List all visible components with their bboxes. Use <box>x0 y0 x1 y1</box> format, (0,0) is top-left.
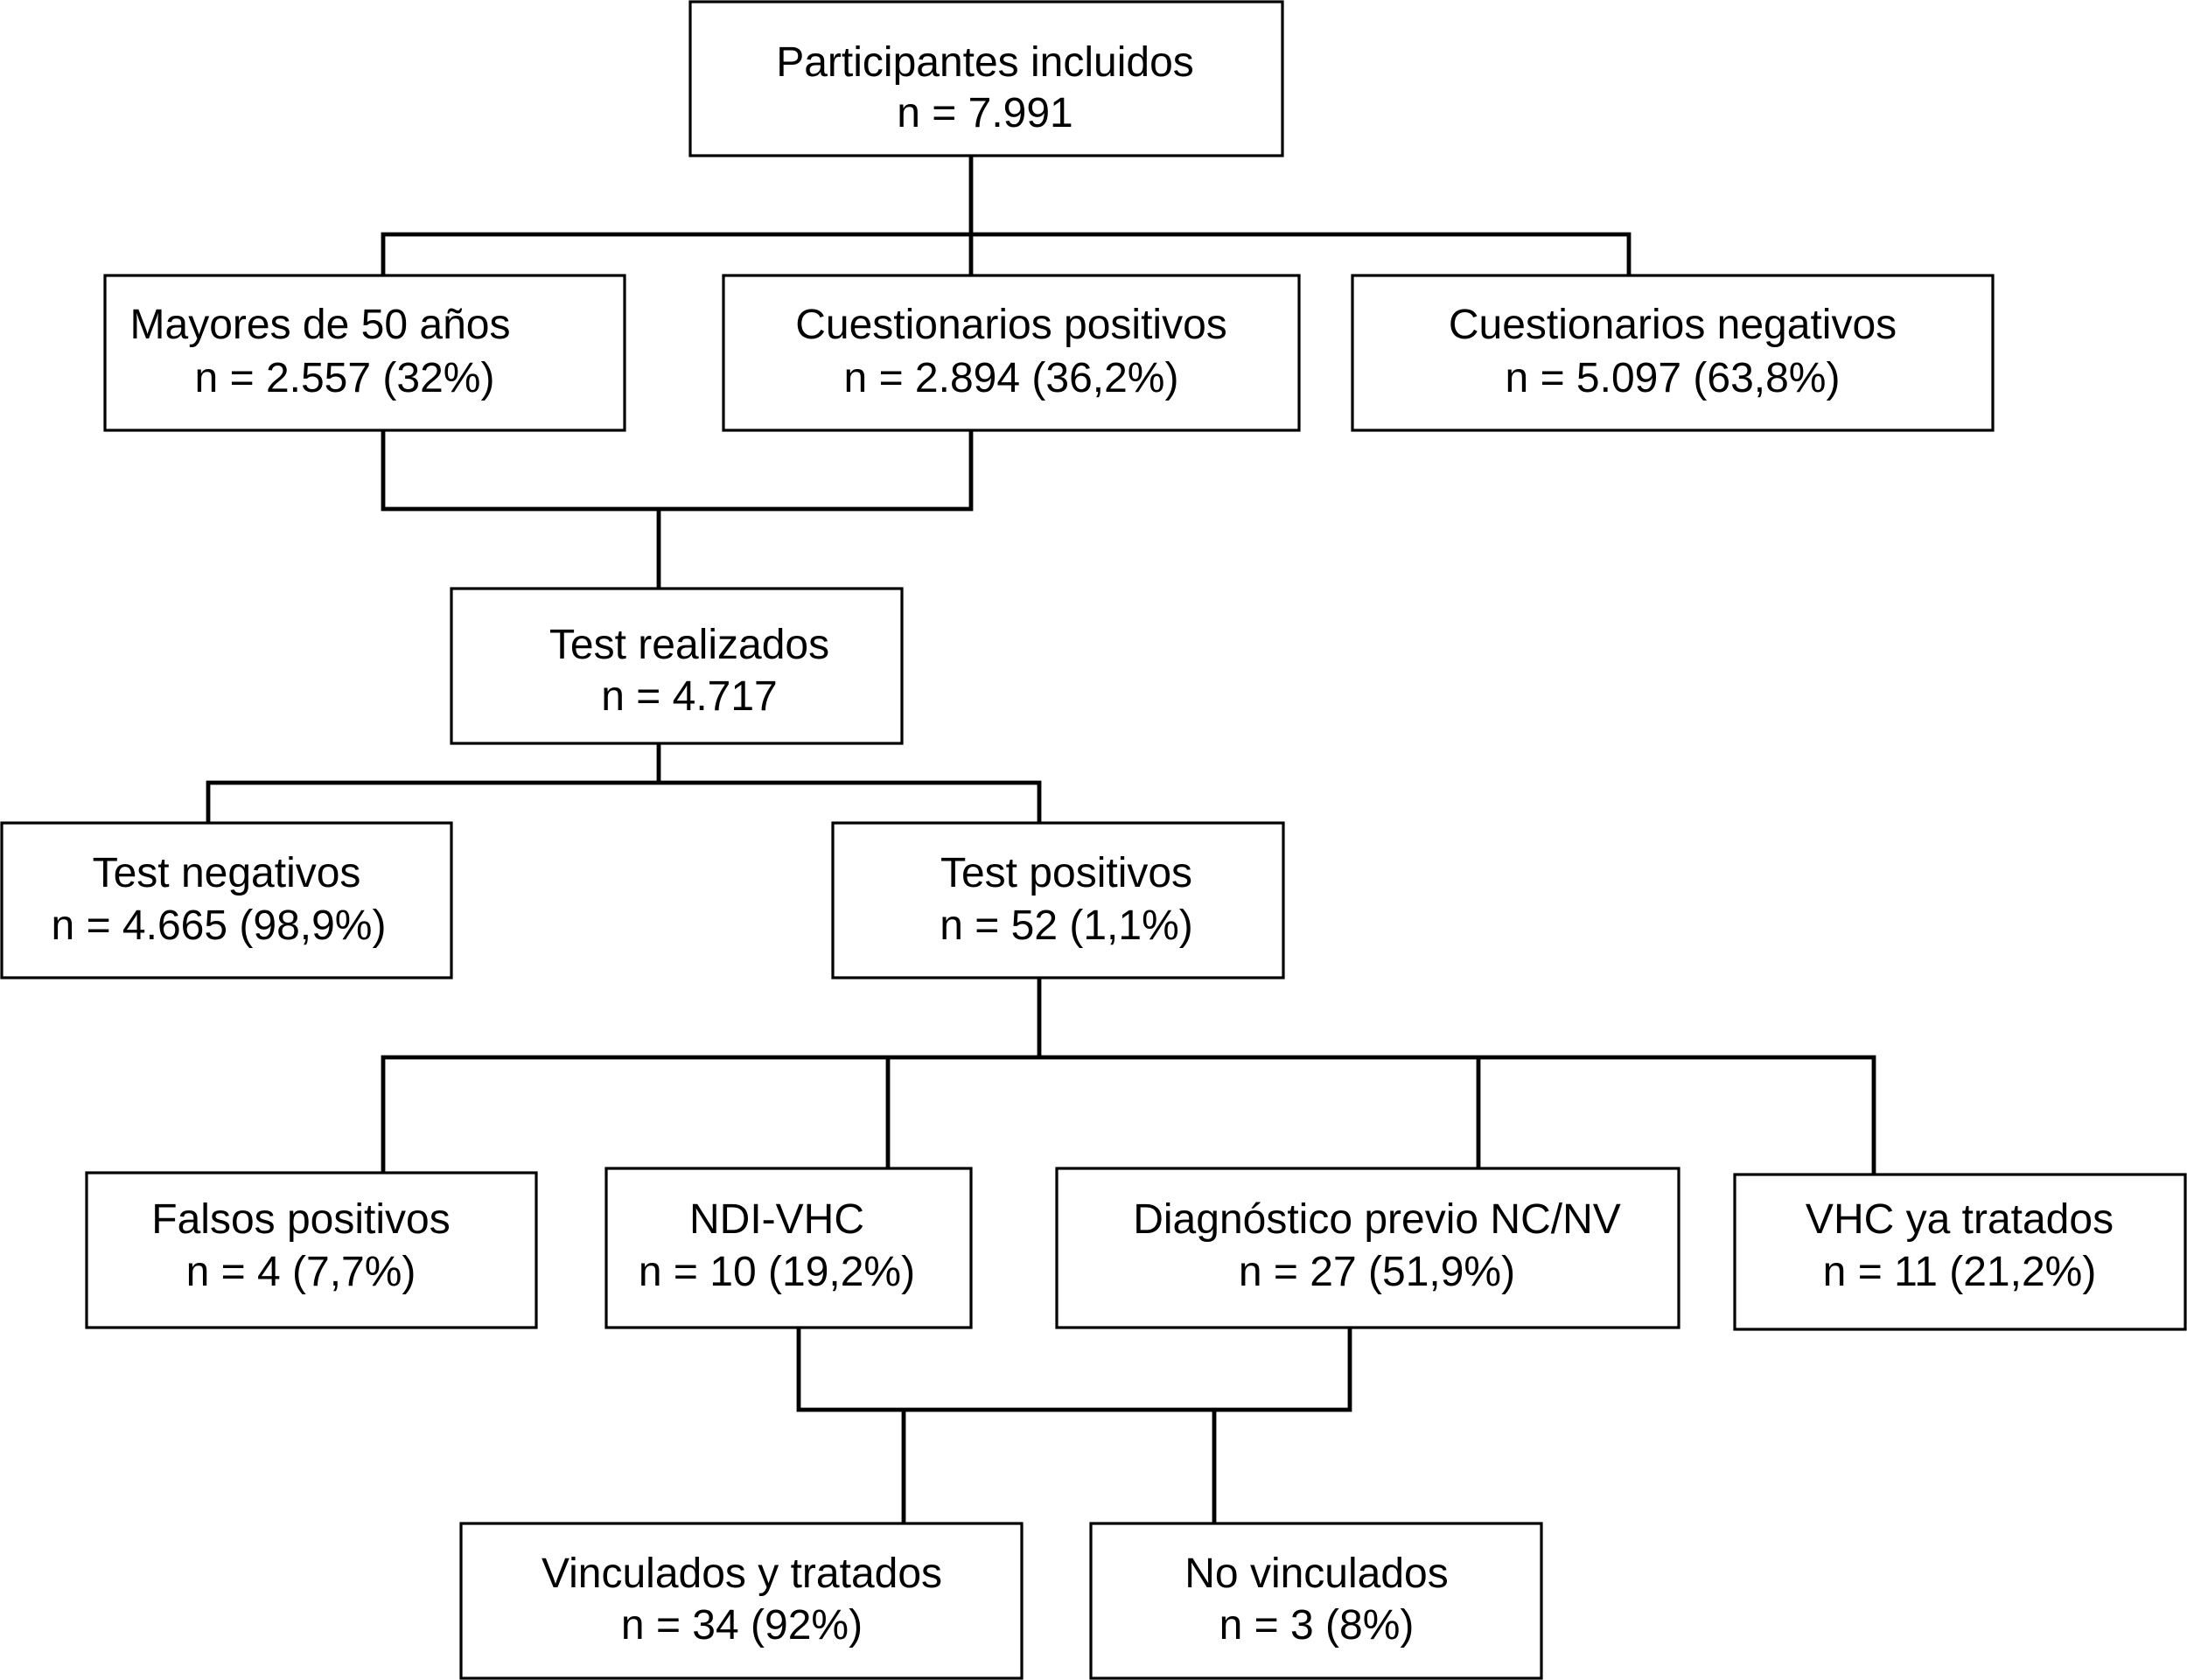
node-box <box>85 1171 538 1329</box>
node-ndi-vhc: NDI-VHC n = 10 (19,2%) <box>604 1167 973 1329</box>
connector-participantes-to-level2 <box>381 153 1632 278</box>
node-falsos-positivos: Falsos positivos n = 4 (7,7%) <box>85 1171 538 1329</box>
node-box <box>1089 1522 1543 1680</box>
node-count: n = 2.894 (36,2%) <box>844 355 1179 401</box>
node-cuestionarios-positivos: Cuestionarios positivos n = 2.894 (36,2%… <box>722 274 1301 432</box>
node-participantes: Participantes incluidos n = 7.991 <box>688 0 1284 157</box>
node-label: Test negativos <box>93 850 361 896</box>
node-label: Vinculados y tratados <box>542 1551 942 1597</box>
node-test-realizados: Test realizados n = 4.717 <box>450 587 904 745</box>
node-label: Test positivos <box>940 850 1192 896</box>
node-label: Test realizados <box>549 622 829 668</box>
node-mayores-50: Mayores de 50 años n = 2.557 (32%) <box>103 274 626 432</box>
connectors <box>206 153 1876 1526</box>
node-count: n = 4.665 (98,9%) <box>52 903 387 949</box>
node-label: Diagnóstico previo NC/NV <box>1133 1196 1621 1243</box>
node-label: Cuestionarios positivos <box>795 302 1227 348</box>
node-vhc-ya-tratados: VHC ya tratados n = 11 (21,2%) <box>1733 1173 2187 1331</box>
node-box <box>103 274 626 432</box>
node-count: n = 7.991 <box>897 90 1073 136</box>
node-label: Mayores de 50 años <box>130 302 511 348</box>
node-test-negativos: Test negativos n = 4.665 (98,9%) <box>0 821 453 979</box>
node-label: No vinculados <box>1184 1551 1449 1597</box>
connector-test-positivos-to-outcomes <box>381 975 1876 1177</box>
node-box <box>688 0 1284 157</box>
node-label: VHC ya tratados <box>1806 1196 2114 1243</box>
node-label: Participantes incluidos <box>776 39 1194 86</box>
node-label: Cuestionarios negativos <box>1449 302 1897 348</box>
node-cuestionarios-negativos: Cuestionarios negativos n = 5.097 (63,8%… <box>1351 274 1995 432</box>
connector-outcomes-to-vinculacion <box>796 1325 1352 1526</box>
node-label: Falsos positivos <box>151 1196 450 1243</box>
node-label: NDI-VHC <box>689 1196 864 1243</box>
node-count: n = 4 (7,7%) <box>186 1249 416 1295</box>
node-count: n = 5.097 (63,8%) <box>1506 355 1841 401</box>
node-box <box>604 1167 973 1329</box>
node-test-positivos: Test positivos n = 52 (1,1%) <box>831 821 1285 979</box>
node-count: n = 10 (19,2%) <box>639 1249 915 1295</box>
node-diagnostico-previo: Diagnóstico previo NC/NV n = 27 (51,9%) <box>1055 1167 1680 1329</box>
node-count: n = 2.557 (32%) <box>195 355 495 401</box>
node-box <box>0 821 453 979</box>
node-count: n = 27 (51,9%) <box>1239 1249 1515 1295</box>
node-count: n = 11 (21,2%) <box>1823 1249 2097 1295</box>
node-box <box>450 587 904 745</box>
connector-level2-to-test-realizados <box>381 428 974 591</box>
node-count: n = 4.717 <box>601 673 778 720</box>
node-box <box>1055 1167 1680 1329</box>
node-vinculados-tratados: Vinculados y tratados n = 34 (92%) <box>459 1522 1024 1680</box>
node-box <box>1733 1173 2187 1331</box>
node-count: n = 34 (92%) <box>621 1602 863 1649</box>
node-box <box>1351 274 1995 432</box>
node-box <box>722 274 1301 432</box>
node-no-vinculados: No vinculados n = 3 (8%) <box>1089 1522 1543 1680</box>
node-count: n = 3 (8%) <box>1219 1602 1415 1649</box>
node-box <box>831 821 1285 979</box>
node-count: n = 52 (1,1%) <box>940 903 1193 949</box>
node-box <box>459 1522 1024 1680</box>
connector-test-realizados-to-results <box>206 741 1042 826</box>
